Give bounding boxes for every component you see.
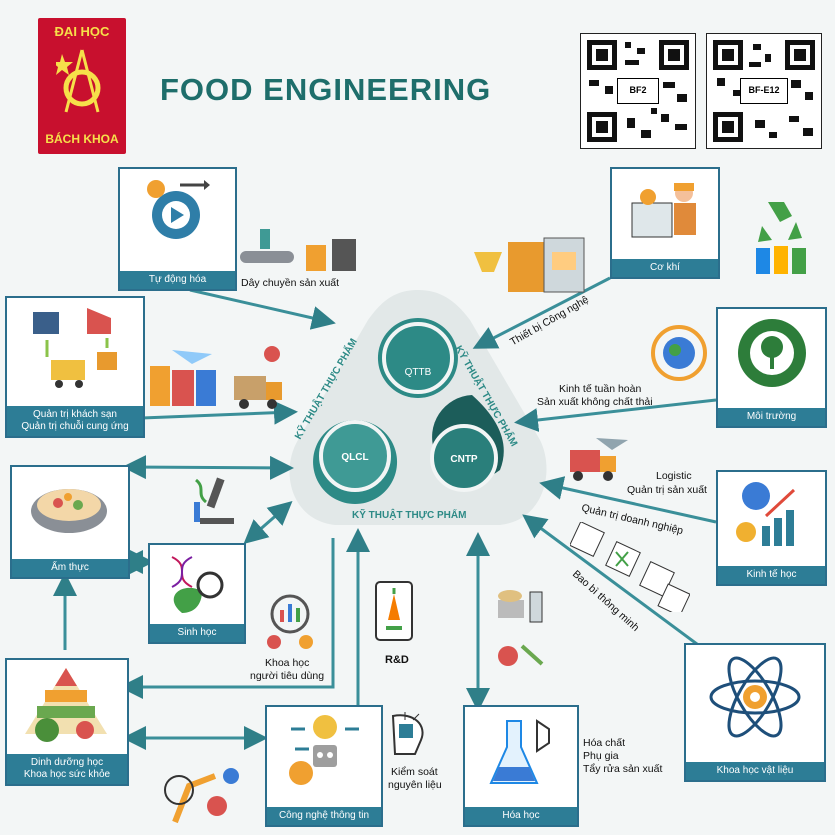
page-title: FOOD ENGINEERING (160, 72, 492, 107)
label-kinh-te-tuan-hoan: Kinh tế tuần hoàn (559, 383, 642, 395)
arrow-dinhduong (119, 538, 335, 699)
box-label: Khoa học vật liệu (686, 762, 824, 780)
box-am-thuc[interactable]: Ẩm thực (10, 465, 130, 579)
label-kiem-soat-2: nguyên liệu (388, 779, 442, 791)
box-moi-truong[interactable]: Môi trường (716, 307, 827, 428)
box-label: Công nghệ thông tin (267, 807, 381, 825)
circle-cntp: CNTP (450, 454, 478, 465)
ai-head-icon (391, 712, 424, 755)
tree-gear-icon (738, 319, 806, 387)
box-khoa-hoc-vat-lieu[interactable]: Khoa học vật liệu (684, 643, 826, 782)
logo-top-text: ĐẠI HỌC (54, 24, 110, 39)
label-quan-tri-sx: Quản trị sản xuất (627, 484, 707, 496)
box-hoa-hoc[interactable]: Hóa học (463, 705, 579, 827)
microscope-icon (194, 477, 234, 524)
label-sx-khong-chat-thai: Sản xuất không chất thải (537, 396, 653, 408)
dna-leaf-icon (171, 556, 224, 613)
box-label: Ẩm thực (12, 559, 128, 577)
box-cong-nghe-thong-tin[interactable]: Công nghệ thông tin (265, 705, 383, 827)
lab-food-icon (498, 590, 544, 666)
box-label: Sinh học (150, 624, 244, 642)
box-quan-tri-khach-san[interactable]: Quản trị khách sạn Quản trị chuỗi cung ứ… (5, 296, 145, 438)
label-phu-gia: Phụ gia (583, 750, 619, 762)
logo-bottom-text: BÁCH KHOA (45, 132, 119, 146)
gear-play-icon (147, 180, 210, 239)
label-khoa-hoc-1: Khoa học (265, 657, 310, 669)
arrow-vatlieu (522, 514, 706, 652)
circle-qlcl: QLCL (341, 452, 368, 463)
label-kiem-soat-1: Kiểm soát (391, 766, 438, 778)
box-label: Hóa học (465, 807, 577, 825)
arrow-quantri (141, 400, 298, 425)
robot-brain-icon (289, 715, 359, 785)
label-khoa-hoc-2: người tiêu dùng (250, 670, 325, 682)
logistic-icon (570, 438, 628, 481)
box-dinh-duong-hoc[interactable]: Dinh dưỡng học Khoa học sức khỏe (5, 658, 129, 786)
label-day-chuyen: Dây chuyền sản xuất (241, 277, 340, 289)
qr-label-bf2: BF2 (617, 78, 659, 104)
atom-gear-icon (709, 656, 801, 738)
university-logo: ĐẠI HỌC BÁCH KHOA (38, 18, 126, 154)
arrow-sinhhoc (243, 501, 293, 544)
mechanic-worker-icon (631, 183, 696, 238)
smart-packaging-icons (570, 522, 690, 612)
arrow-cokhi (472, 276, 611, 349)
food-pyramid-icon (25, 668, 107, 742)
box-label: Tự động hóa (120, 271, 235, 289)
center-circles (313, 318, 504, 504)
economy-globe-icon (736, 482, 796, 546)
box-label: Quản trị khách sạn Quản trị chuỗi cung ứ… (7, 406, 143, 436)
side-bottom-text: KỸ THUẬT THỰC PHẨM (352, 508, 466, 521)
box-kinh-te-hoc[interactable]: Kinh tế học (716, 470, 827, 586)
arrow-amthuc (122, 455, 294, 480)
recycle-bins-icon (756, 202, 806, 274)
label-hoa-chat: Hóa chất (583, 737, 626, 749)
flask-molecule-icon (489, 719, 550, 784)
qr-label-bfe12: BF-E12 (740, 78, 788, 104)
qr-code-bf2[interactable]: BF2 (580, 33, 696, 149)
supply-chain-icon (33, 308, 117, 388)
label-rd: R&D (385, 654, 409, 666)
box-co-khi[interactable]: Cơ khí (610, 167, 720, 279)
box-label: Môi trường (718, 408, 825, 426)
qr-pattern-icon (587, 40, 689, 142)
robot-arm-fruit-icon (164, 768, 239, 824)
arrow-kinhte (539, 476, 717, 524)
hotpot-icon (31, 489, 107, 533)
equipment-icon (474, 237, 585, 293)
box-label: Dinh dưỡng học Khoa học sức khỏe (7, 754, 127, 784)
arrow-moitruong (514, 398, 717, 432)
qr-pattern-icon (713, 40, 815, 142)
circular-economy-icon (651, 325, 707, 381)
consumer-science-icon (267, 594, 313, 649)
production-line-icon (240, 229, 356, 271)
label-tay-rua: Tẩy rửa sản xuất (583, 763, 663, 775)
label-logistic: Logistic (656, 470, 692, 482)
box-sinh-hoc[interactable]: Sinh học (148, 543, 246, 644)
compass-gear-icon (56, 49, 101, 113)
luggage-truck-icon (150, 346, 282, 409)
tablet-carrot-icon (375, 581, 413, 641)
box-tu-dong-hoa[interactable]: Tự động hóa (118, 167, 237, 291)
circle-qttb: QTTB (405, 367, 432, 378)
box-label: Kinh tế học (718, 566, 825, 584)
arrow-tudonghoa (189, 288, 336, 330)
qr-code-bfe12[interactable]: BF-E12 (706, 33, 822, 149)
box-label: Cơ khí (612, 259, 718, 277)
